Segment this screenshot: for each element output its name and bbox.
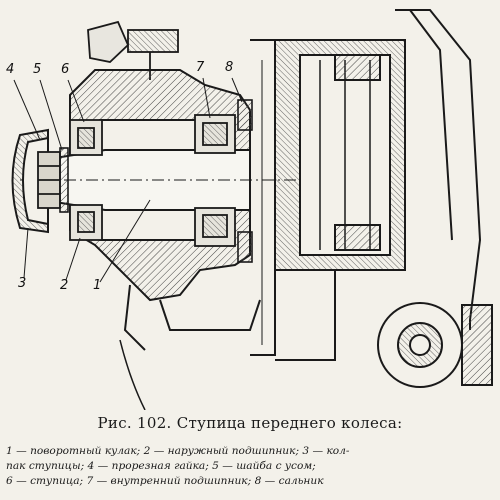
top-bolt: [87, 20, 179, 80]
lock-washer: [59, 147, 69, 213]
callout-7: 7: [196, 60, 205, 75]
figure-caption: Рис. 102. Ступица переднего колеса:: [97, 414, 403, 432]
callout-1: 1: [93, 278, 102, 293]
callout-6: 6: [61, 62, 70, 77]
callout-4: 4: [6, 62, 15, 77]
inner-bearing: [194, 114, 236, 247]
callout-8: 8: [225, 60, 234, 75]
legend-line: 6 — ступица; 7 — внутренний подшипник; 8…: [6, 475, 324, 487]
hub-drawing: 4 5 6 7 8 3 2 1: [6, 9, 493, 411]
legend-line: 1 — поворотный кулак; 2 — наружный подши…: [6, 445, 350, 457]
callout-5: 5: [33, 62, 42, 77]
legend-line: пак ступицы; 4 — прорезная гайка; 5 — ша…: [6, 460, 316, 472]
seal: [237, 99, 253, 263]
brake-assembly: [250, 9, 482, 361]
figure-legend: 1 — поворотный кулак; 2 — наружный подши…: [6, 444, 496, 489]
callout-2: 2: [60, 278, 69, 293]
ball-joint: [377, 302, 493, 388]
technical-drawing-svg: [11, 9, 493, 411]
callout-3: 3: [18, 276, 27, 291]
castle-nut: [37, 151, 61, 209]
leader-lines: [13, 77, 243, 283]
lower-arm: [119, 284, 261, 411]
outer-bearing: [69, 119, 103, 241]
